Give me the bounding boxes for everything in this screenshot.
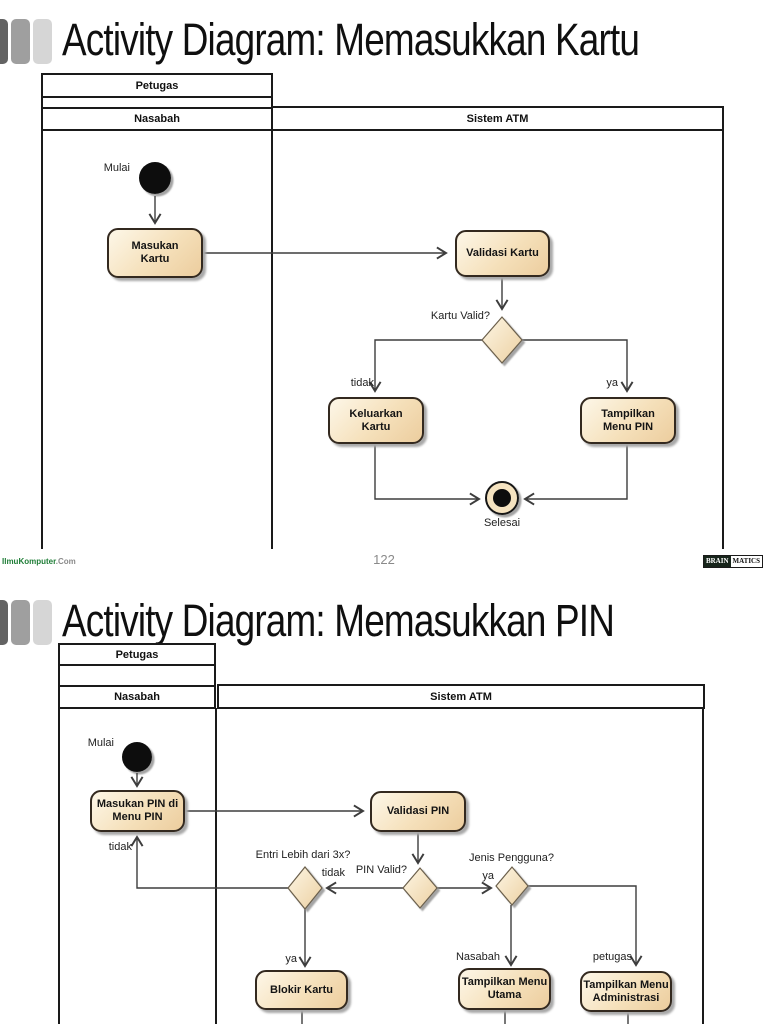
- activity-tampilkan-menu-administrasi: Tampilkan Menu Administrasi: [580, 971, 672, 1012]
- lane-header-sistem-atm: Sistem ATM: [430, 690, 492, 703]
- lane-header-petugas: Petugas: [135, 79, 179, 92]
- decision-kartu-valid-label: Kartu Valid?: [430, 310, 490, 322]
- lane-header-petugas: Petugas: [115, 648, 159, 661]
- slide1-title: Activity Diagram: Memasukkan Kartu: [62, 14, 640, 65]
- start-label: Mulai: [103, 162, 130, 174]
- activity-blokir-kartu: Blokir Kartu: [255, 970, 348, 1010]
- end-node-core-icon: [493, 489, 511, 507]
- title-bullet-dark-icon: [0, 600, 8, 645]
- activity-masukan-kartu: Masukan Kartu: [107, 228, 203, 278]
- ilmukomputer-logo: IlmuKomputer.Com: [2, 557, 76, 566]
- lane-header-nasabah: Nasabah: [134, 113, 180, 125]
- activity-validasi-pin: Validasi PIN: [370, 791, 466, 832]
- activity-masukan-pin: Masukan PIN di Menu PIN: [90, 790, 185, 832]
- branch-ya-label: ya: [606, 377, 618, 389]
- slide2-title: Activity Diagram: Memasukkan PIN: [62, 595, 615, 646]
- branch-tidak-return-label: tidak: [108, 841, 132, 853]
- decision-pin-valid-label: PIN Valid?: [355, 864, 407, 876]
- activity-keluarkan-kartu: Keluarkan Kartu: [328, 397, 424, 444]
- activity-tampilkan-menu-pin: Tampilkan Menu PIN: [580, 397, 676, 444]
- decision-entri-label: Entri Lebih dari 3x?: [255, 849, 351, 861]
- title-bullet-light-icon: [33, 19, 52, 64]
- start-node-icon: [139, 162, 171, 194]
- slide-memasukkan-pin: Activity Diagram: Memasukkan PIN: [0, 576, 768, 1024]
- slide1-diagram-canvas: [41, 73, 724, 549]
- branch-ya-blokir-label: ya: [285, 953, 297, 965]
- start-label: Mulai: [87, 737, 114, 749]
- lane-header-sistem-atm: Sistem ATM: [466, 112, 529, 125]
- swimlane-frame: [41, 73, 724, 549]
- swimlane-frame: [58, 643, 705, 1024]
- decision-jenis-pengguna-label: Jenis Pengguna?: [469, 852, 555, 864]
- slide2-diagram-canvas: [58, 643, 705, 1024]
- decision-jenis-pengguna-diamond: [495, 866, 529, 906]
- branch-petugas-label: petugas: [592, 951, 632, 963]
- decision-pin-valid-diamond: [402, 867, 438, 909]
- end-label: Selesai: [483, 517, 521, 529]
- connectors: [137, 773, 636, 1024]
- branch-tidak-mid-label: tidak: [321, 867, 345, 879]
- title-bullet-dark-icon: [0, 19, 8, 64]
- branch-tidak-label: tidak: [350, 377, 374, 389]
- lane-header-nasabah: Nasabah: [114, 691, 160, 703]
- branch-nasabah-label: Nasabah: [455, 951, 500, 963]
- connectors: [155, 196, 627, 499]
- branch-ya-mid-label: ya: [482, 870, 494, 882]
- page-number: 122: [373, 552, 395, 567]
- title-bullet-light-icon: [33, 600, 52, 645]
- start-node-icon: [122, 742, 152, 772]
- slide-memasukkan-kartu: Activity Diagram: Memasukkan Kartu: [0, 14, 763, 568]
- decision-kartu-valid-diamond: [481, 316, 523, 364]
- activity-validasi-kartu: Validasi Kartu: [455, 230, 550, 277]
- decision-entri-diamond: [287, 866, 323, 910]
- title-bullet-mid-icon: [11, 19, 30, 64]
- activity-tampilkan-menu-utama: Tampilkan Menu Utama: [458, 968, 551, 1010]
- title-bullet-mid-icon: [11, 600, 30, 645]
